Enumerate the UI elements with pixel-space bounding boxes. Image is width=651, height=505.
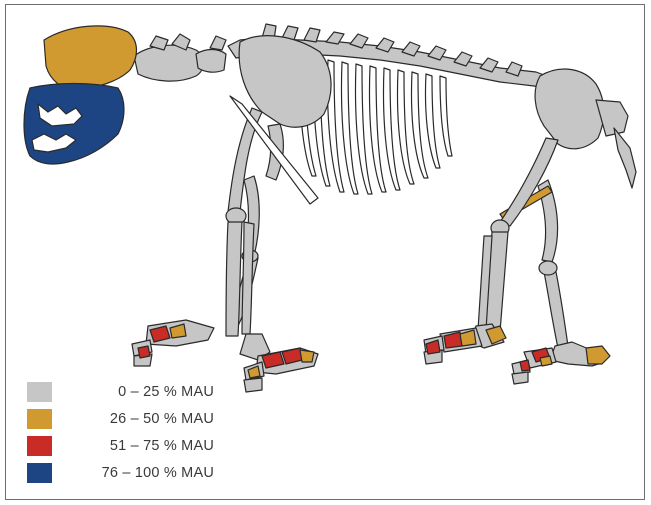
legend-row: 26 – 50 % MAU [27, 405, 217, 432]
hind-paw-far-phalanx-a [540, 356, 552, 366]
legend-label: 51 – 75 % MAU [54, 438, 214, 454]
legend-row: 0 – 25 % MAU [27, 378, 217, 405]
hind-limb-far [538, 180, 568, 348]
legend-swatch [27, 382, 52, 402]
legend-label: 0 – 25 % MAU [54, 384, 214, 400]
hind-paw-far-heel [586, 346, 610, 364]
legend-label: 26 – 50 % MAU [54, 411, 214, 427]
fore-paw-near-metacarpal-c [300, 350, 314, 362]
legend-swatch [27, 409, 52, 429]
legend-row: 76 – 100 % MAU [27, 459, 217, 486]
cervical-vertebrae [134, 34, 226, 81]
legend-label: 76 – 100 % MAU [54, 465, 214, 481]
legend-swatch [27, 463, 52, 483]
hind-paw-far-phalanx-b [520, 360, 530, 371]
legend-row: 51 – 75 % MAU [27, 432, 217, 459]
skull-cranium [44, 26, 137, 90]
mau-legend: 0 – 25 % MAU 26 – 50 % MAU 51 – 75 % MAU 76… [27, 378, 217, 486]
fore-paw-far-phalanx [138, 346, 150, 358]
legend-swatch [27, 436, 52, 456]
pelvis [535, 69, 636, 188]
